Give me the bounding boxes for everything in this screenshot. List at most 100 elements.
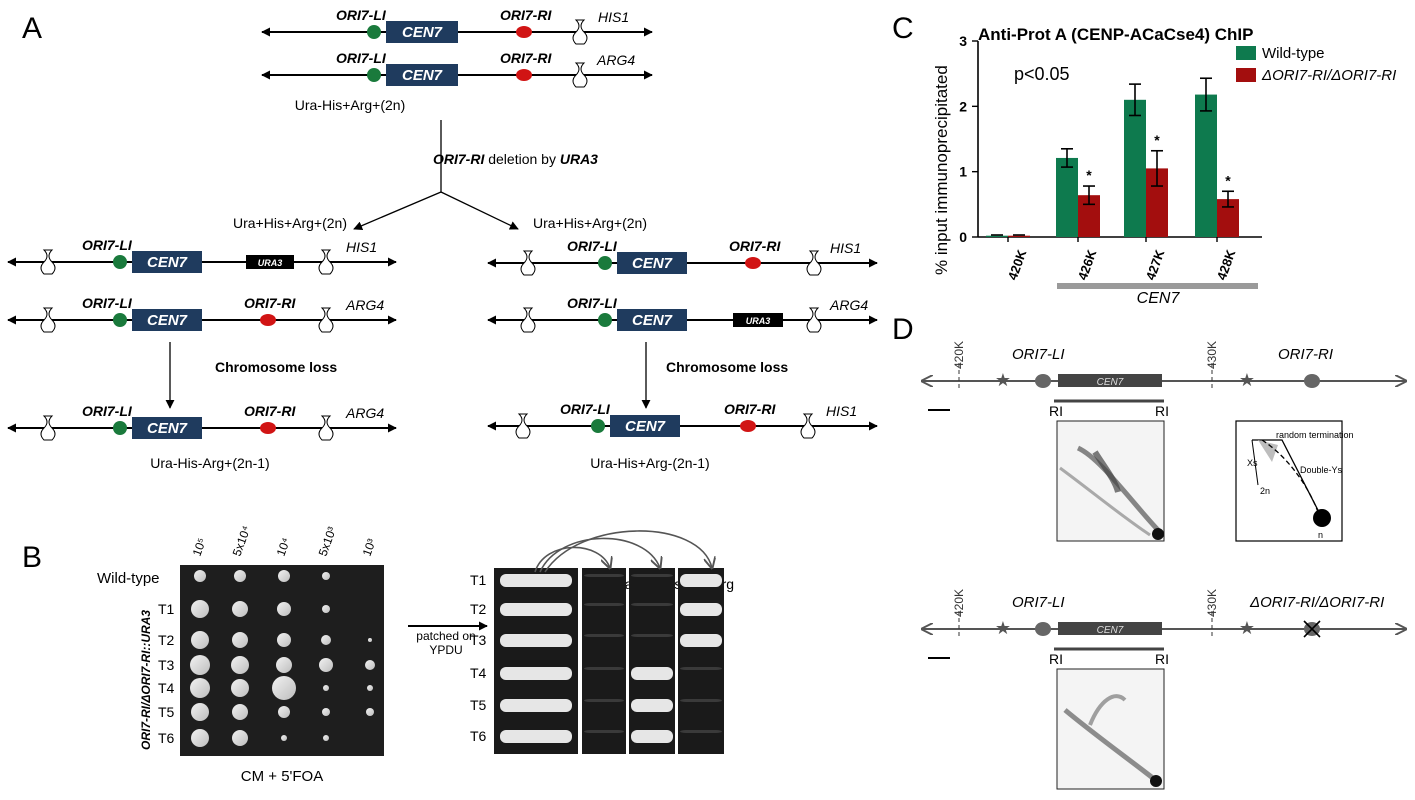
wildtype-label: Wild-type bbox=[97, 570, 160, 587]
loss-label-right: Chromosome loss bbox=[666, 359, 788, 375]
colony-spot bbox=[322, 572, 330, 580]
panel-label-c: C bbox=[892, 12, 914, 45]
bar bbox=[1056, 157, 1078, 237]
right-origin-label: ΔORI7-RI/ΔORI7-RI bbox=[1249, 594, 1384, 611]
colony-spot bbox=[319, 658, 333, 672]
x-tick-label: 420K bbox=[1005, 247, 1030, 282]
chrom-right-result-break-left bbox=[515, 413, 531, 439]
colony-spot bbox=[191, 729, 209, 747]
right-result-genotype: Ura-His+Arg-(2n-1) bbox=[590, 455, 709, 471]
bar bbox=[1008, 235, 1030, 237]
colony-spot bbox=[277, 633, 291, 647]
map-430k-label: 430K bbox=[1205, 341, 1219, 369]
patch-row-label: T4 bbox=[470, 665, 487, 681]
ori7-ri-label: ORI7-RI bbox=[500, 7, 552, 23]
ori7-li-label: ORI7-LI bbox=[567, 238, 618, 254]
plate-row-label: T2 bbox=[158, 632, 175, 648]
ori7-li-label: ORI7-LI bbox=[82, 403, 133, 419]
curve-arrow-his bbox=[539, 537, 660, 573]
ori7-li-label: ORI7-LI bbox=[82, 295, 133, 311]
significance-mark: * bbox=[1225, 172, 1231, 188]
ori7-ri-marker bbox=[516, 69, 532, 81]
patch-plate bbox=[582, 568, 626, 754]
ori7-li-label: ORI7-LI bbox=[567, 295, 618, 311]
plate-row-label: T3 bbox=[158, 657, 175, 673]
star-icon: ★ bbox=[995, 370, 1011, 390]
plate-row-label: T1 bbox=[158, 601, 175, 617]
chrom-left-result-break-right bbox=[318, 415, 334, 441]
ri-label: RI bbox=[1049, 651, 1063, 667]
no-growth-streak bbox=[584, 634, 624, 637]
gel-arc-1b bbox=[1092, 450, 1121, 493]
panel-label-b: B bbox=[22, 541, 42, 574]
curve-arrow-arg bbox=[544, 530, 712, 573]
colony-spot bbox=[232, 704, 248, 720]
ri-label: RI bbox=[1155, 651, 1169, 667]
patch-row-label: T1 bbox=[470, 572, 487, 588]
marker-gene-label: HIS1 bbox=[826, 403, 857, 419]
patch-row-label: T2 bbox=[470, 601, 487, 617]
colony-spot bbox=[365, 660, 375, 670]
growth-patch bbox=[680, 634, 722, 647]
inset-line-b bbox=[1251, 439, 1259, 486]
ori7-li-marker bbox=[113, 313, 127, 327]
dilution-label: 5x10⁴ bbox=[230, 524, 254, 558]
colony-spot bbox=[323, 685, 329, 691]
ura3-label: URA3 bbox=[258, 258, 283, 268]
gel-arc-1c bbox=[1059, 466, 1151, 537]
colony-spot bbox=[368, 638, 372, 642]
deletion-label: ORI7-RI deletion by URA3 bbox=[433, 151, 598, 167]
x-tick-label: 427K bbox=[1143, 247, 1168, 282]
no-growth-streak bbox=[584, 667, 624, 670]
ori7-li-marker bbox=[113, 421, 127, 435]
patch-plate bbox=[494, 568, 578, 754]
y-tick-label: 0 bbox=[959, 229, 967, 245]
patched-label-1: patched on bbox=[416, 629, 475, 643]
marker-gene-label: HIS1 bbox=[598, 9, 629, 25]
ori7-li-label: ORI7-LI bbox=[1012, 594, 1065, 611]
cen7-label: CEN7 bbox=[402, 67, 443, 84]
colony-spot bbox=[277, 602, 291, 616]
left-genotype: Ura+His+Arg+(2n) bbox=[233, 215, 347, 231]
inset-double-label: Double-Ys bbox=[1300, 465, 1343, 475]
marker-gene-label: ARG4 bbox=[345, 405, 384, 421]
cen7-box bbox=[610, 415, 680, 437]
gel-arc-2b bbox=[1088, 694, 1127, 726]
no-growth-streak bbox=[631, 603, 673, 606]
colony-spot bbox=[191, 631, 209, 649]
inset-shaded bbox=[1258, 440, 1278, 462]
plate-caption: CM + 5'FOA bbox=[241, 768, 323, 785]
chrom-top-his1-break-right bbox=[572, 19, 588, 45]
chrom-left-arg4-break-right bbox=[318, 307, 334, 333]
plate-row-label: T5 bbox=[158, 704, 175, 720]
map-430k-label: 430K bbox=[1205, 589, 1219, 617]
colony-spot bbox=[323, 735, 329, 741]
colony-spot bbox=[232, 601, 248, 617]
ri-label: RI bbox=[1155, 403, 1169, 419]
star-icon: ★ bbox=[1239, 370, 1255, 390]
significance-mark: * bbox=[1086, 167, 1092, 183]
colony-spot bbox=[281, 735, 287, 741]
cen7-region-label: CEN7 bbox=[1137, 290, 1181, 307]
ori7-li-marker bbox=[367, 25, 381, 39]
bar bbox=[1078, 195, 1100, 237]
patch-plate bbox=[629, 568, 675, 754]
cen7-label: CEN7 bbox=[147, 254, 188, 271]
colony-spot bbox=[366, 708, 374, 716]
ori7-ri-marker bbox=[516, 26, 532, 38]
colony-spot bbox=[190, 678, 210, 698]
chrom-right-his1-break-right bbox=[806, 250, 822, 276]
ori7-ri-label: ORI7-RI bbox=[724, 401, 776, 417]
no-growth-streak bbox=[680, 699, 722, 702]
cen7-box bbox=[1058, 374, 1162, 387]
